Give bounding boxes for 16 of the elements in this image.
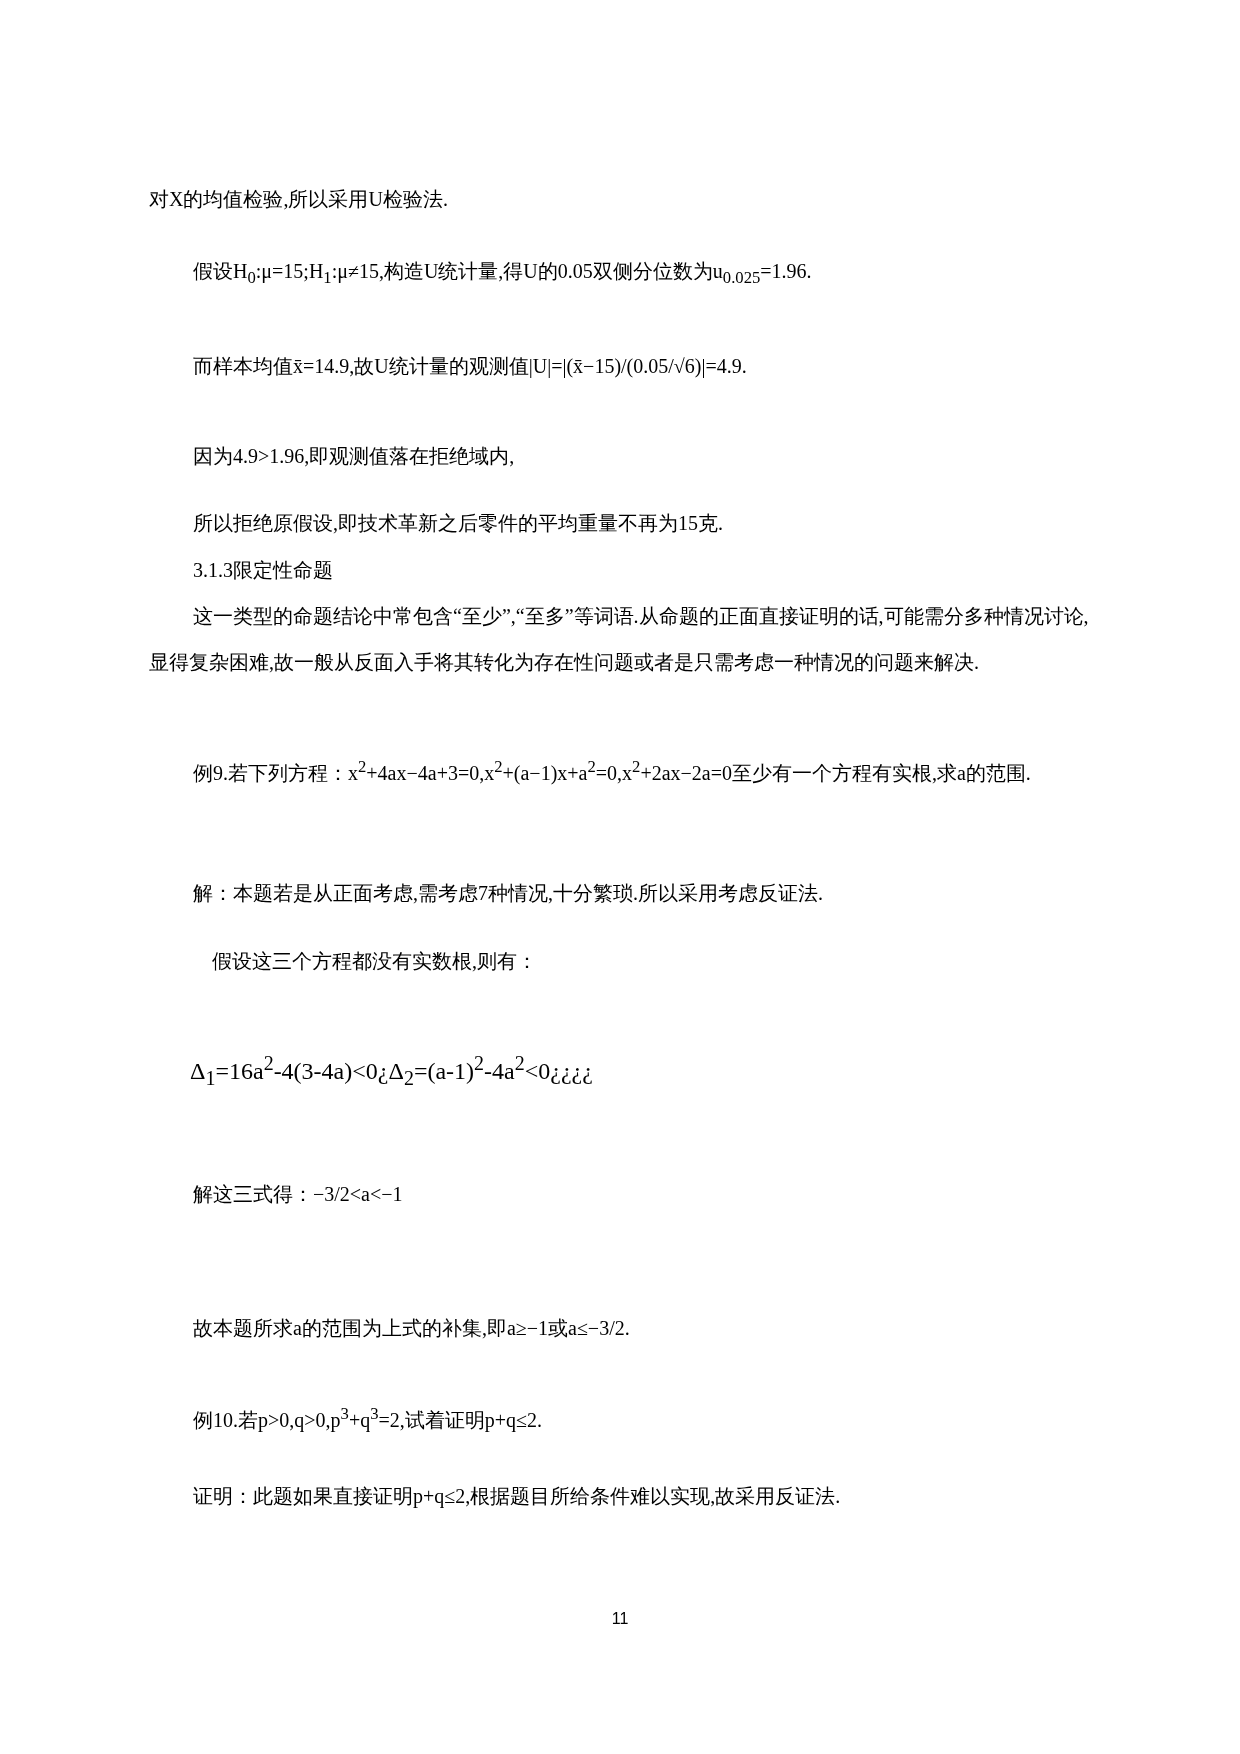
- paragraph: 证明：此题如果直接证明p+q≤2,根据题目所给条件难以实现,故采用反证法.: [193, 1484, 842, 1510]
- page-number: 11: [610, 1609, 630, 1629]
- formula: Δ$_{1}$=16a$^{2}$-4(3-4a)<0¿Δ$_{2}$=(a-1)$^{2}$-4a$^{2}$<0¿¿¿¿: [190, 1051, 594, 1091]
- paragraph: 故本题所求a的范围为上式的补集,即a≥−1或a≤−3/2.: [193, 1316, 631, 1341]
- paragraph: 所以拒绝原假设,即技术革新之后零件的平均重量不再为15克.: [193, 511, 724, 536]
- paragraph: 这一类型的命题结论中常包含“至少”,“至多”等词语.从命题的正面直接证明的话,可能需分多种情况讨论,显得复杂困难,故一般从反面入手将其转化为存在性问题或者是只需考虑一种情况的问题来解决.: [149, 604, 1089, 675]
- paragraph: 例9.若下列方程：x$^{2}$+4ax−4a+3=0,x$^{2}$+(a−1)x+a$^{2}$=0,x$^{2}$+2ax−2a=0至少有一个方程有实根,求a的范围.: [192, 756, 1032, 787]
- paragraph: 例10.若p>0,q>0,p$^{3}$+q$^{3}$=2,试着证明p+q≤2.: [193, 1403, 544, 1434]
- paragraph: 对X的均值检验,所以采用U检验法.: [149, 187, 449, 212]
- paragraph: 因为4.9>1.96,即观测值落在拒绝域内,: [193, 444, 516, 469]
- paragraph: 解这三式得：−3/2<a<−1: [193, 1182, 404, 1207]
- section-heading: 3.1.3限定性命题: [193, 558, 334, 583]
- paragraph: 而样本均值x̄=14.9,故U统计量的观测值|U|=|(x̄−15)/(0.05/√6)|=4.9.: [193, 354, 748, 380]
- paragraph: 假设这三个方程都没有实数根,则有：: [212, 949, 538, 974]
- paragraph: 假设H$_{0}$:μ=15;H$_{1}$:μ≠15,构造U统计量,得U的0.05双侧分位数为u$_{0.025}$=1.96.: [193, 259, 813, 289]
- paragraph: 解：本题若是从正面考虑,需考虑7种情况,十分繁琐.所以采用考虑反证法.: [193, 881, 824, 906]
